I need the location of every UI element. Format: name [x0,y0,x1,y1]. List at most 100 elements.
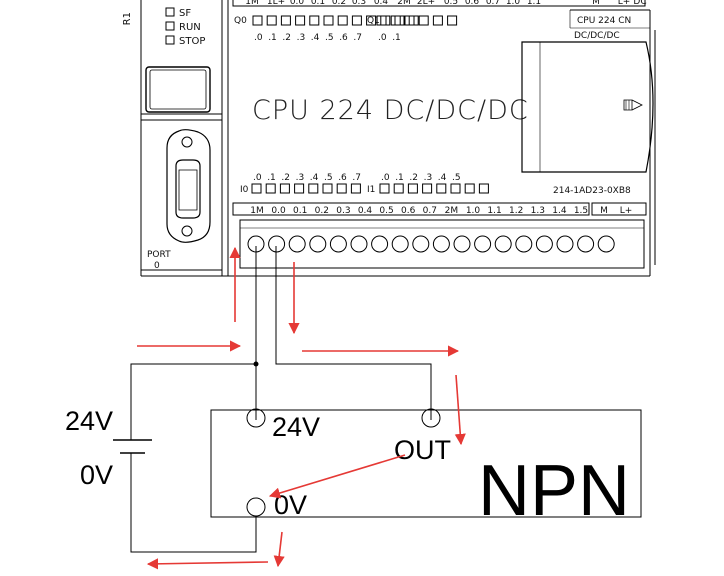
i1-led [450,183,461,194]
port-label: PORT [147,250,171,260]
q0-led [323,15,334,26]
current-flow-arrows [137,246,466,570]
junction-dot [253,361,259,367]
q0-label: Q0 [234,16,247,26]
q0-led [380,15,391,26]
top-terminal-label: 1.0 [506,0,521,7]
status-leds: SF RUN STOP [165,7,205,47]
i1-led [407,183,418,194]
terminal-screw [597,235,615,253]
bottom-terminal-label: 1.3 [531,206,545,216]
bottom-terminal-label: 0.2 [315,206,329,216]
i0-led [279,183,290,194]
i1-led [393,183,404,194]
top-terminal-label: 0.3 [352,0,366,7]
bottom-terminal-label: 0.6 [401,206,416,216]
q1-spare-led [447,15,458,26]
side-label: R1 [122,12,133,25]
top-terminal-label: 0.1 [311,0,325,7]
q0-led [252,15,263,26]
supply-0v-label: 0V [80,460,113,490]
memory-cartridge [521,41,654,173]
terminal-screw [494,235,512,253]
top-terminal-label: 0.2 [332,0,346,7]
i1-bit-label: .5 [452,173,461,183]
terminal-screw [268,235,286,253]
terminal-screw [577,235,595,253]
bottom-terminal-label: 0.7 [423,206,437,216]
i1-led [379,183,390,194]
i0-led [294,183,305,194]
q0-led [309,15,320,26]
q0-led [394,15,405,26]
top-terminal-label: 1M [245,0,259,7]
i0-led [350,183,361,194]
i0-bit-label: .7 [352,173,361,183]
q0-led [366,15,377,26]
order-number: 214-1AD23-0XB8 [553,186,631,196]
q1-bit-label: .0 [378,33,387,43]
i0-label: I0 [240,185,249,195]
i0-led [265,183,276,194]
top-terminal-label: L+ [618,0,631,7]
q0-led [351,15,362,26]
led-run-label: RUN [179,22,201,33]
q0-bit-label: .5 [325,33,334,43]
bottom-terminal-label: 1.1 [487,206,501,216]
terminal-screw [350,235,368,253]
bottom-terminal-label: 2M [445,206,459,216]
q0-led [266,15,277,26]
terminal-screw [432,235,450,253]
terminal-screw [474,235,492,253]
port-number: 0 [154,261,160,271]
q1-led [376,15,387,26]
i0-bit-label: .5 [324,173,333,183]
bottom-terminal-label: 1.2 [509,206,523,216]
q1-spare-led [432,15,443,26]
bottom-terminal-label: 1.5 [574,206,588,216]
sensor-type-label: NPN [478,451,630,531]
i1-bit-label: .0 [381,173,390,183]
i1-led [464,183,475,194]
top-terminal-label: 0.5 [444,0,458,7]
q1-bit-label: .1 [392,33,401,43]
terminal-screw [453,235,471,253]
i0-led [336,183,347,194]
top-terminal-label: 0.6 [465,0,480,7]
top-terminal-label: 1L+ [267,0,285,7]
bottom-terminal-label: 0.3 [336,206,350,216]
i0-bit-label: .6 [338,173,347,183]
led-stop [165,35,175,45]
i1-label: I1 [367,185,375,195]
arrow-down-out [454,374,466,446]
i1-led [478,183,489,194]
led-run [165,21,175,31]
i0-bit-label: .2 [281,173,290,183]
top-terminal-label: 2M [397,0,411,7]
terminal-screw [515,235,533,253]
q1-label: Q1 [367,16,380,26]
q0-led [280,15,291,26]
supply-24v-label: 24V [65,406,113,436]
terminal-screw [391,235,409,253]
sensor-24v-label: 24V [272,412,320,442]
led-sf-label: SF [179,8,191,19]
arrow-down-0v [273,531,285,568]
top-terminal-label: DC [633,0,646,7]
db9-port [166,129,211,243]
q0-bit-label: .1 [268,33,277,43]
i1-led [436,183,447,194]
i1-led [422,183,433,194]
i0-bit-label: .3 [296,173,305,183]
q0-bit-label: .6 [339,33,348,43]
i0-bit-label: .1 [267,173,276,183]
q0-bit-label: .2 [282,33,291,43]
led-sf [165,7,175,17]
bottom-terminal-label: 1.4 [552,206,567,216]
sensor-24v-terminal [246,408,266,428]
i0-led [322,183,333,194]
bottom-terminal-label: 0.4 [358,206,373,216]
terminal-screw [309,235,327,253]
